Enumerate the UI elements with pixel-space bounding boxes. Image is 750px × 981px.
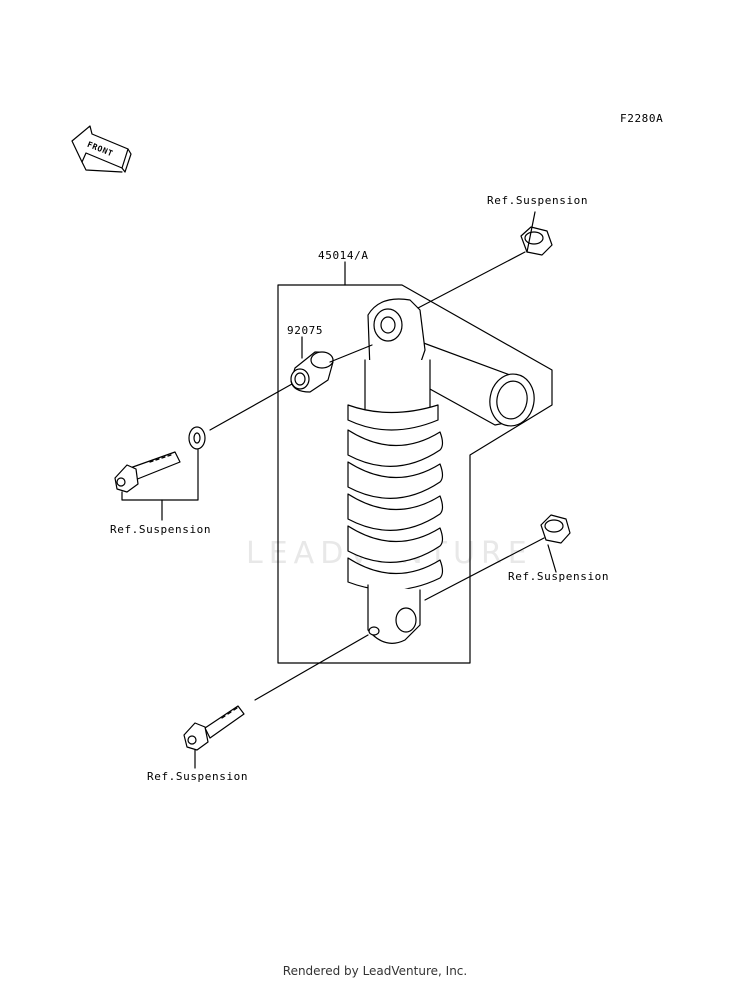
part-number-92075: 92075	[287, 324, 324, 337]
upper-nut	[520, 226, 553, 256]
footer-credit: Rendered by LeadVenture, Inc.	[282, 964, 468, 978]
part-number-45014-a: 45014/A	[318, 249, 369, 262]
washer	[188, 426, 206, 450]
leader-lines	[121, 211, 557, 769]
front-arrow-icon	[71, 125, 132, 173]
assembly-bracket	[277, 261, 553, 664]
ref-lower-nut: Ref.Suspension	[508, 570, 610, 583]
ref-upper-bolt-washer: Ref.Suspension	[110, 523, 212, 536]
diagram-code: F2280A	[620, 112, 664, 125]
lower-bolt	[183, 705, 245, 751]
lower-nut	[540, 514, 571, 544]
collar-92075	[290, 351, 334, 393]
ref-lower-bolt: Ref.Suspension	[147, 770, 249, 783]
ref-upper-nut: Ref.Suspension	[487, 194, 589, 207]
shock-absorber	[347, 298, 535, 644]
upper-bolt	[114, 451, 181, 493]
